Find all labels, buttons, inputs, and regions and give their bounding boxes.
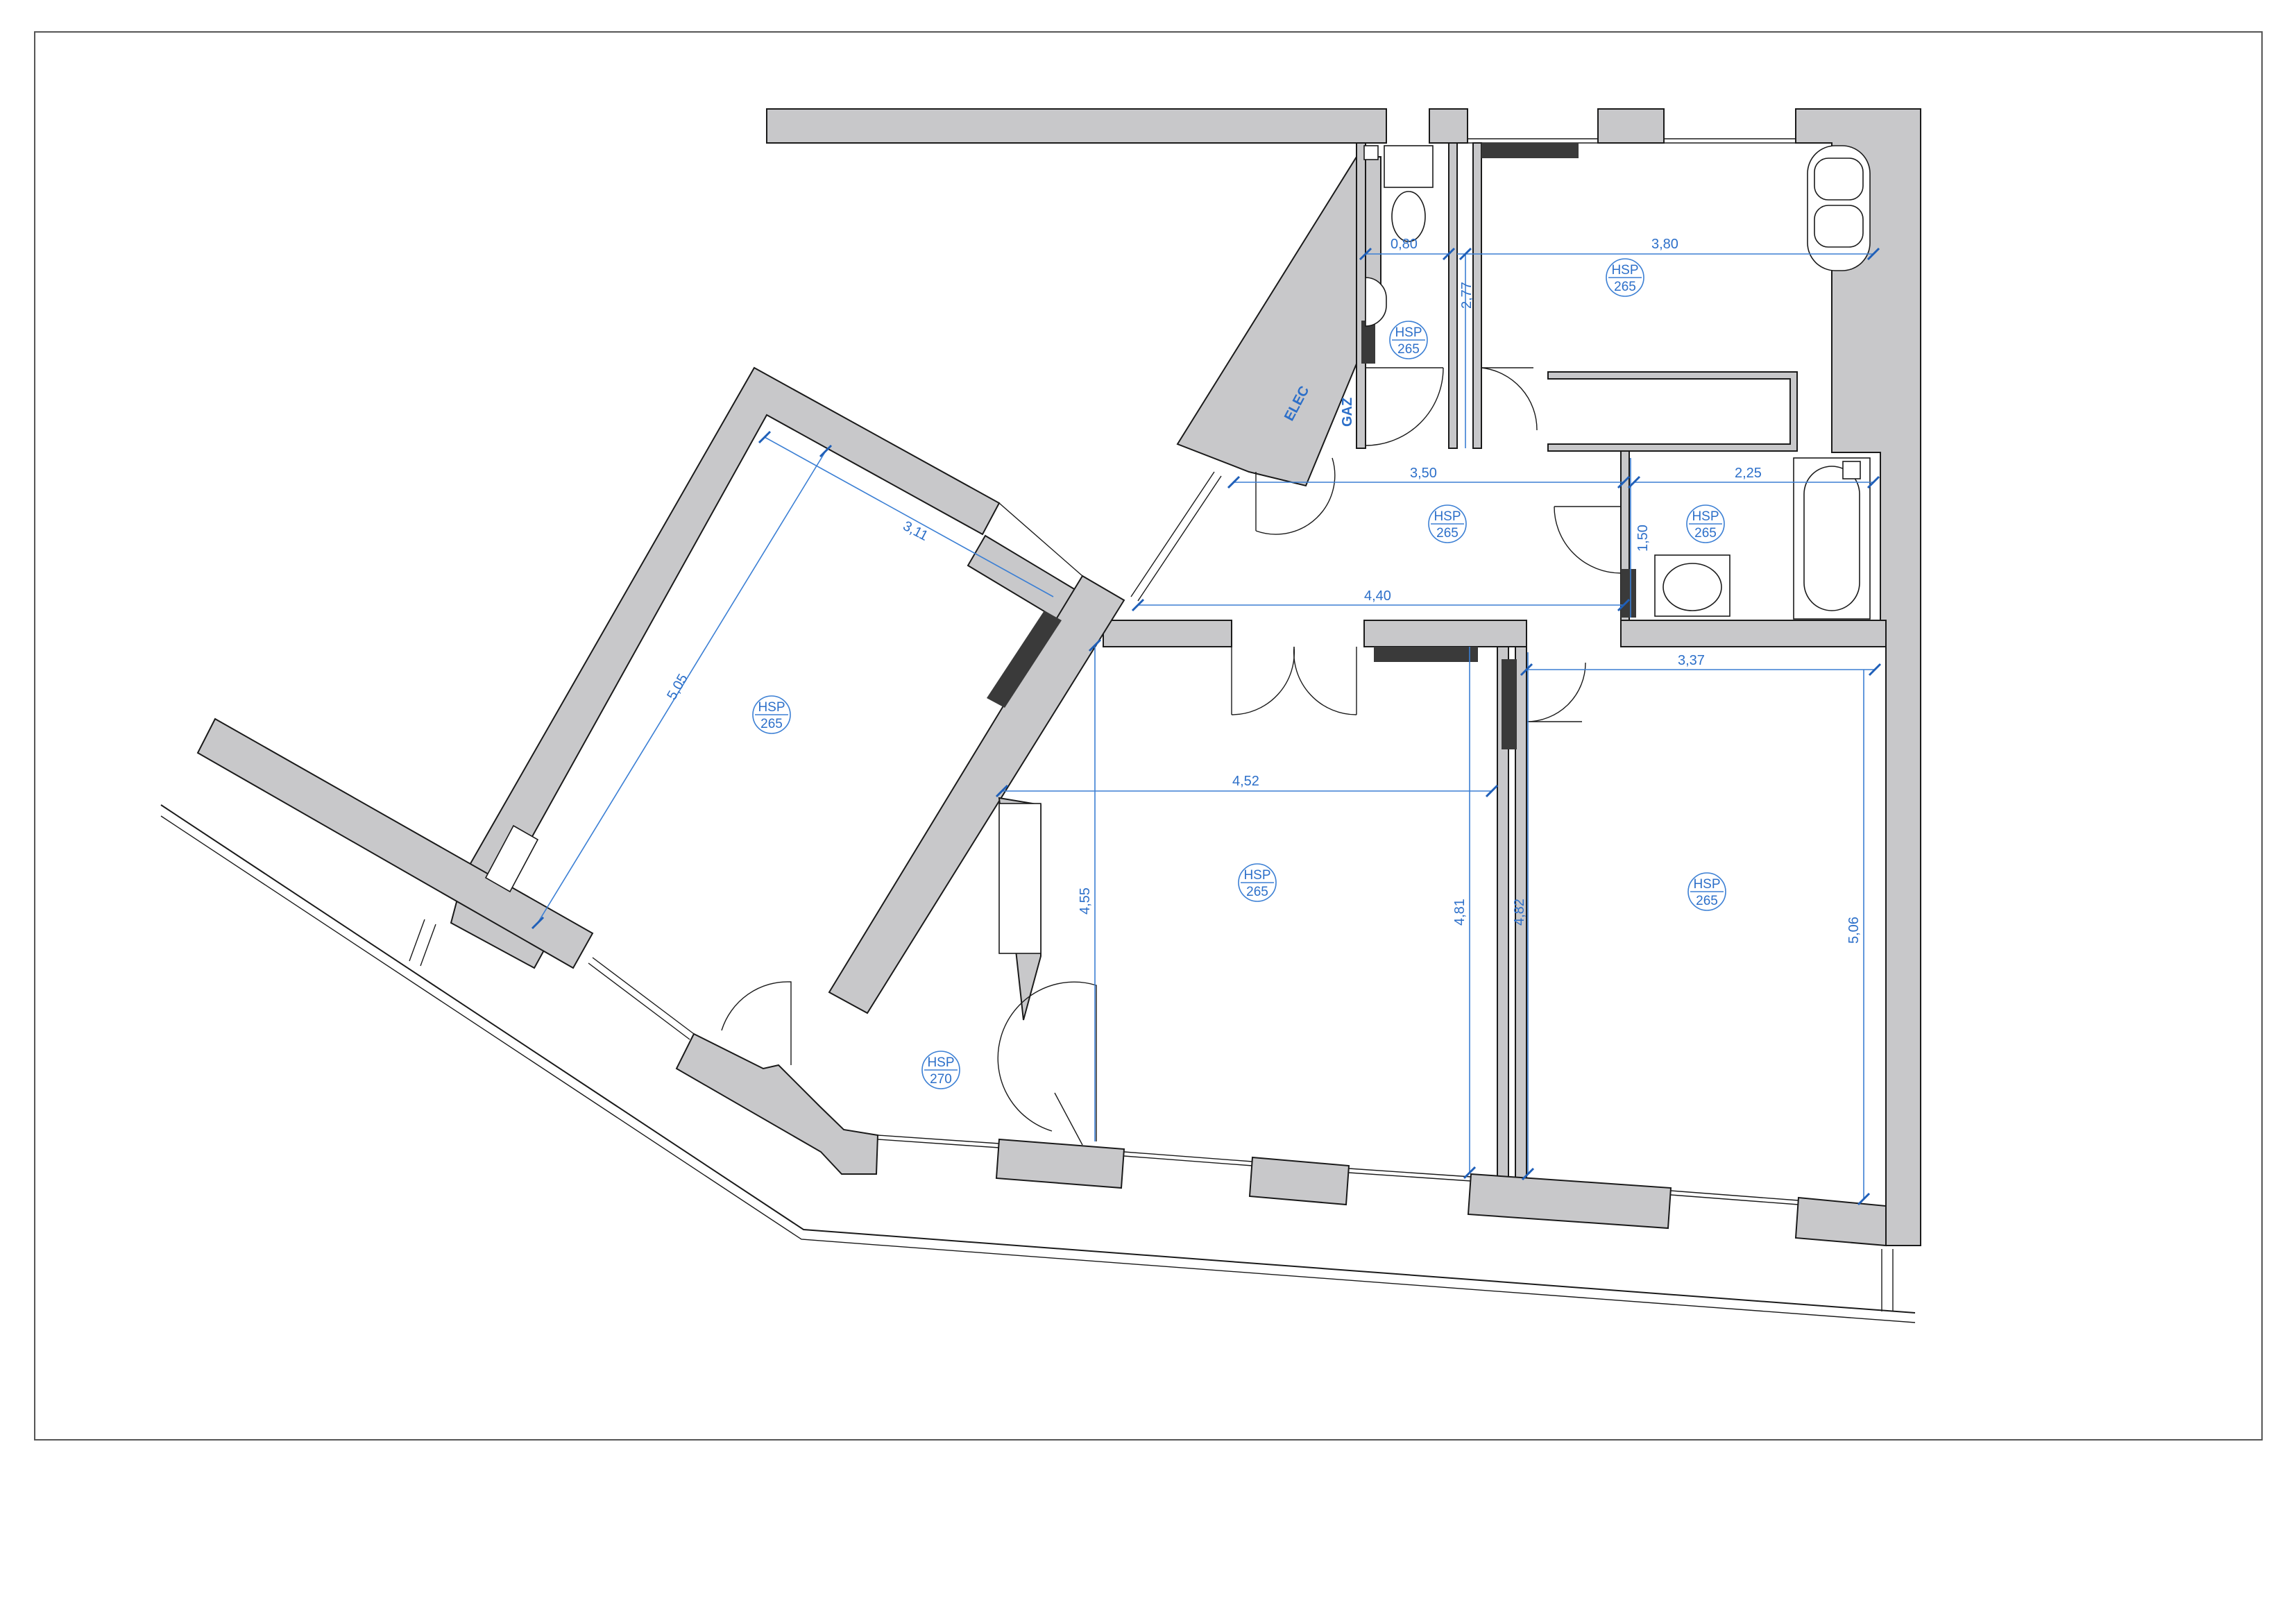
radiator-living (1374, 647, 1478, 662)
door-bath (1554, 506, 1622, 574)
dim-living-width: 4,52 (1232, 774, 1259, 789)
door-wc (1365, 367, 1444, 446)
dimension-lines (531, 247, 1882, 1206)
wall-bottom-4 (1794, 1196, 1887, 1247)
wall-top-left (766, 108, 1387, 144)
walls (196, 108, 1921, 1247)
wall-wc-right (1448, 142, 1458, 449)
hsp-value: 265 (1694, 526, 1717, 541)
wall-bottom-3 (1467, 1173, 1672, 1230)
wall-corridor-mid (1363, 620, 1527, 647)
wall-wc-left (1356, 142, 1366, 449)
door-entry-living (997, 981, 1097, 1141)
wall-outer-left (196, 717, 594, 969)
hsp-marker-hall: HSP 265 (1428, 504, 1467, 543)
hsp-label: HSP (1395, 325, 1422, 340)
dim-hall-width: 3,50 (1410, 466, 1437, 481)
hsp-label: HSP (1434, 509, 1461, 524)
hsp-value: 265 (1696, 894, 1718, 908)
door-living-a (1231, 646, 1295, 715)
hsp-marker-bedroom-left: HSP 265 (752, 695, 791, 734)
hsp-marker-bedroom-right: HSP 265 (1687, 872, 1726, 911)
hsp-label: HSP (1243, 868, 1270, 883)
hsp-label: HSP (1692, 509, 1719, 524)
dim-kitchen-depth: 2,77 (1459, 282, 1474, 309)
dim-living-depth-right: 4,81 (1452, 899, 1468, 926)
dim-bedroom-right-depth-right: 5,06 (1846, 917, 1862, 944)
toilet-bowl (1391, 191, 1426, 242)
hsp-label: HSP (1693, 877, 1720, 892)
wall-corridor-left (1103, 620, 1232, 647)
fixtures (484, 145, 1871, 954)
hsp-value: 265 (1397, 342, 1420, 357)
dim-bedroom-right-width: 3,37 (1678, 653, 1705, 668)
hsp-marker-bathroom: HSP 265 (1686, 504, 1725, 543)
hsp-value: 270 (930, 1072, 952, 1087)
bath-tap (1842, 461, 1861, 479)
dim-bedroom-left-width: 3,11 (901, 518, 930, 544)
wall-entry-bottom-left (675, 1033, 879, 1175)
sheet-frame (34, 31, 2263, 1441)
wall-bottom-2 (1248, 1156, 1350, 1206)
hsp-marker-kitchen: HSP 265 (1606, 258, 1644, 297)
ceiling-height-markers: HSP265HSP265HSP265HSP265HSP265HSP265HSP2… (752, 258, 1726, 1089)
dim-bath-width: 2,25 (1735, 466, 1762, 481)
wall-top-pillar (1429, 108, 1468, 144)
door-living-b (1293, 646, 1357, 715)
hsp-value: 265 (1246, 885, 1268, 899)
hsp-label: HSP (758, 700, 785, 715)
radiator-bedroom-left (987, 611, 1062, 708)
radiator-wc (1361, 321, 1375, 364)
dim-corridor-length: 4,40 (1364, 588, 1391, 604)
dim-bedroom-left-length: 5,05 (664, 672, 691, 703)
wall-kitchen-counter (1547, 371, 1798, 452)
hsp-marker-entry: HSP 270 (921, 1051, 960, 1089)
dim-bedroom-right-depth-left: 4,82 (1512, 899, 1527, 926)
hsp-value: 265 (1614, 280, 1636, 294)
wall-bottom-1 (995, 1138, 1125, 1189)
hsp-label: HSP (1611, 263, 1638, 278)
wc-basin (1365, 277, 1387, 327)
radiator-bath (1621, 569, 1636, 618)
wall-bedroom-left-top (462, 366, 1001, 897)
bedroom-left-closet (484, 824, 539, 893)
wc-tap (1363, 145, 1379, 160)
wall-right (1795, 108, 1921, 1246)
dim-kitchen-width: 3,80 (1651, 237, 1678, 252)
wall-bath-bottom (1620, 620, 1887, 647)
hsp-marker-living: HSP 265 (1238, 863, 1277, 902)
door-bedroom-right (1526, 662, 1586, 722)
dim-living-depth-left: 4,55 (1078, 887, 1093, 915)
doors (721, 367, 1622, 1146)
hsp-value: 265 (1436, 526, 1459, 541)
dim-wc-width: 0,80 (1391, 237, 1418, 252)
wall-diagonal-upper (1176, 156, 1381, 487)
wall-top-mid (1597, 108, 1665, 144)
label-gaz: GAZ (1340, 398, 1355, 427)
door-entry (721, 981, 792, 1065)
balcony (160, 804, 1916, 1323)
windows (588, 138, 1799, 1205)
door-entry-hall (1255, 457, 1336, 535)
hsp-marker-wc: HSP 265 (1389, 321, 1428, 359)
door-kitchen (1481, 367, 1538, 431)
hsp-value: 265 (760, 717, 783, 731)
living-cabinet (998, 803, 1041, 954)
radiator-kitchen (1481, 143, 1579, 158)
wall-bedroom-left-right (828, 575, 1125, 1014)
hsp-label: HSP (927, 1055, 954, 1070)
toilet-tank (1384, 145, 1434, 188)
dim-bath-depth: 1,50 (1635, 525, 1651, 552)
radiator-bedroom-right (1502, 659, 1517, 749)
